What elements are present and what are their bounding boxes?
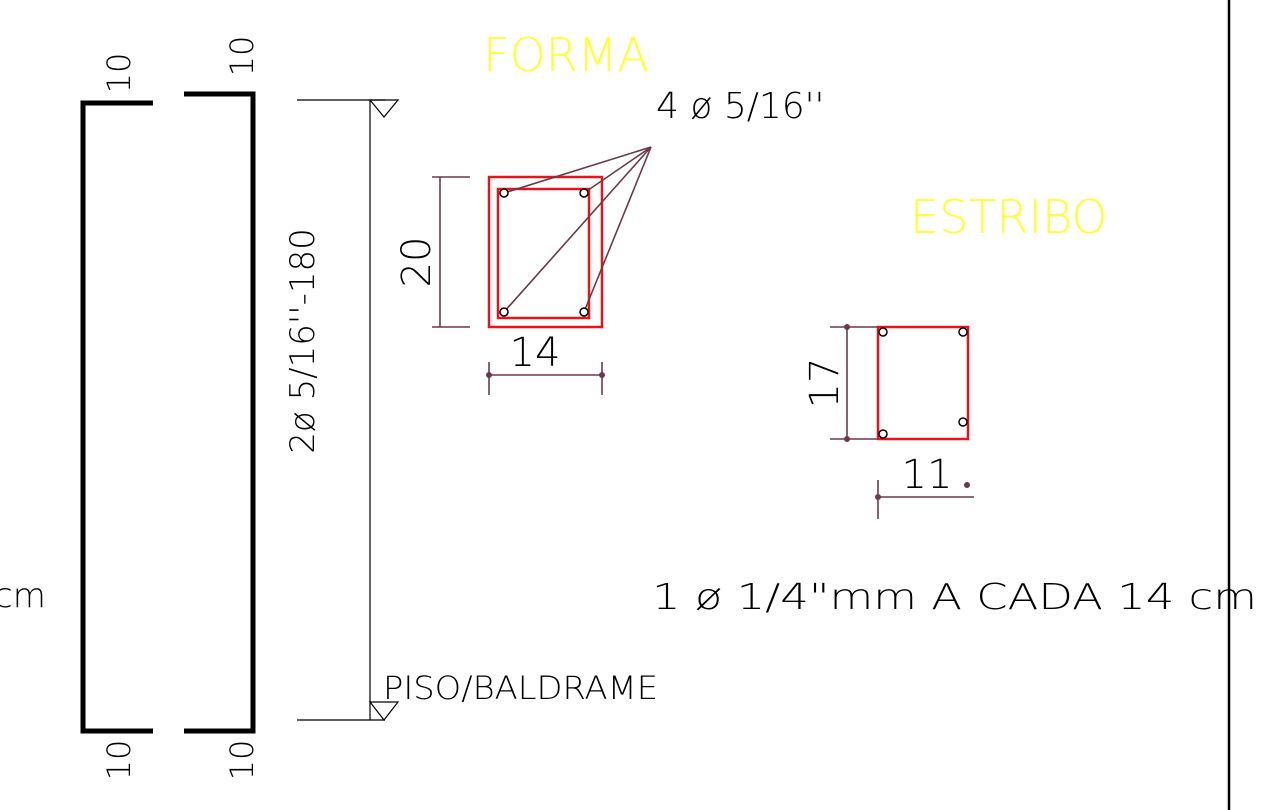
bar-dot-icon: [958, 327, 968, 337]
bar-dot-icon: [579, 188, 589, 198]
stirrup-note: 1 ø 1/4"mm A CADA 14 cm: [652, 577, 1257, 618]
level-marker-bottom-icon: [368, 701, 400, 721]
piso-baldrame-label: PISO/BALDRAME: [383, 669, 658, 707]
estribo-dim-lines: [830, 326, 974, 519]
title-estribo: ESTRIBO: [910, 190, 1107, 244]
estribo-section: [830, 324, 974, 519]
hook-dim-bottom-left: 10: [100, 740, 138, 781]
forma-outer: [487, 175, 604, 329]
forma-width-dim: 14: [510, 330, 561, 376]
estribo-height-dim: 17: [802, 358, 848, 409]
bar-right: [184, 91, 256, 734]
bars-note: 4 ø 5/16'': [656, 86, 824, 127]
bar-spec-vertical: 2ø 5/16''-180: [283, 228, 323, 453]
bar-left: [80, 100, 153, 734]
forma-bars: [499, 188, 589, 317]
forma-dim-lines: [432, 176, 603, 395]
hook-dim-bottom-right: 10: [223, 740, 261, 781]
hook-dim-top-right: 10: [223, 36, 261, 77]
bar-dot-icon: [878, 327, 888, 337]
forma-leaders: [503, 146, 652, 313]
left-text-fragment: cm: [0, 576, 46, 616]
estribo-width-dim: 11: [902, 452, 953, 498]
length-dimension: [297, 99, 400, 721]
title-forma: FORMA: [483, 28, 649, 82]
bar-dot-icon: [499, 188, 509, 198]
forma-section: [432, 146, 652, 395]
bar-dot-icon: [878, 429, 888, 439]
hook-dim-top-left: 10: [100, 53, 138, 94]
bar-elevation: [80, 91, 256, 734]
forma-height-dim: 20: [394, 237, 440, 288]
estribo-outline: [876, 325, 970, 441]
bar-dot-icon: [499, 307, 509, 317]
bar-dot-icon: [958, 417, 968, 427]
level-marker-top-icon: [368, 99, 400, 118]
bar-dot-icon: [579, 307, 589, 317]
forma-stirrup: [496, 187, 591, 320]
